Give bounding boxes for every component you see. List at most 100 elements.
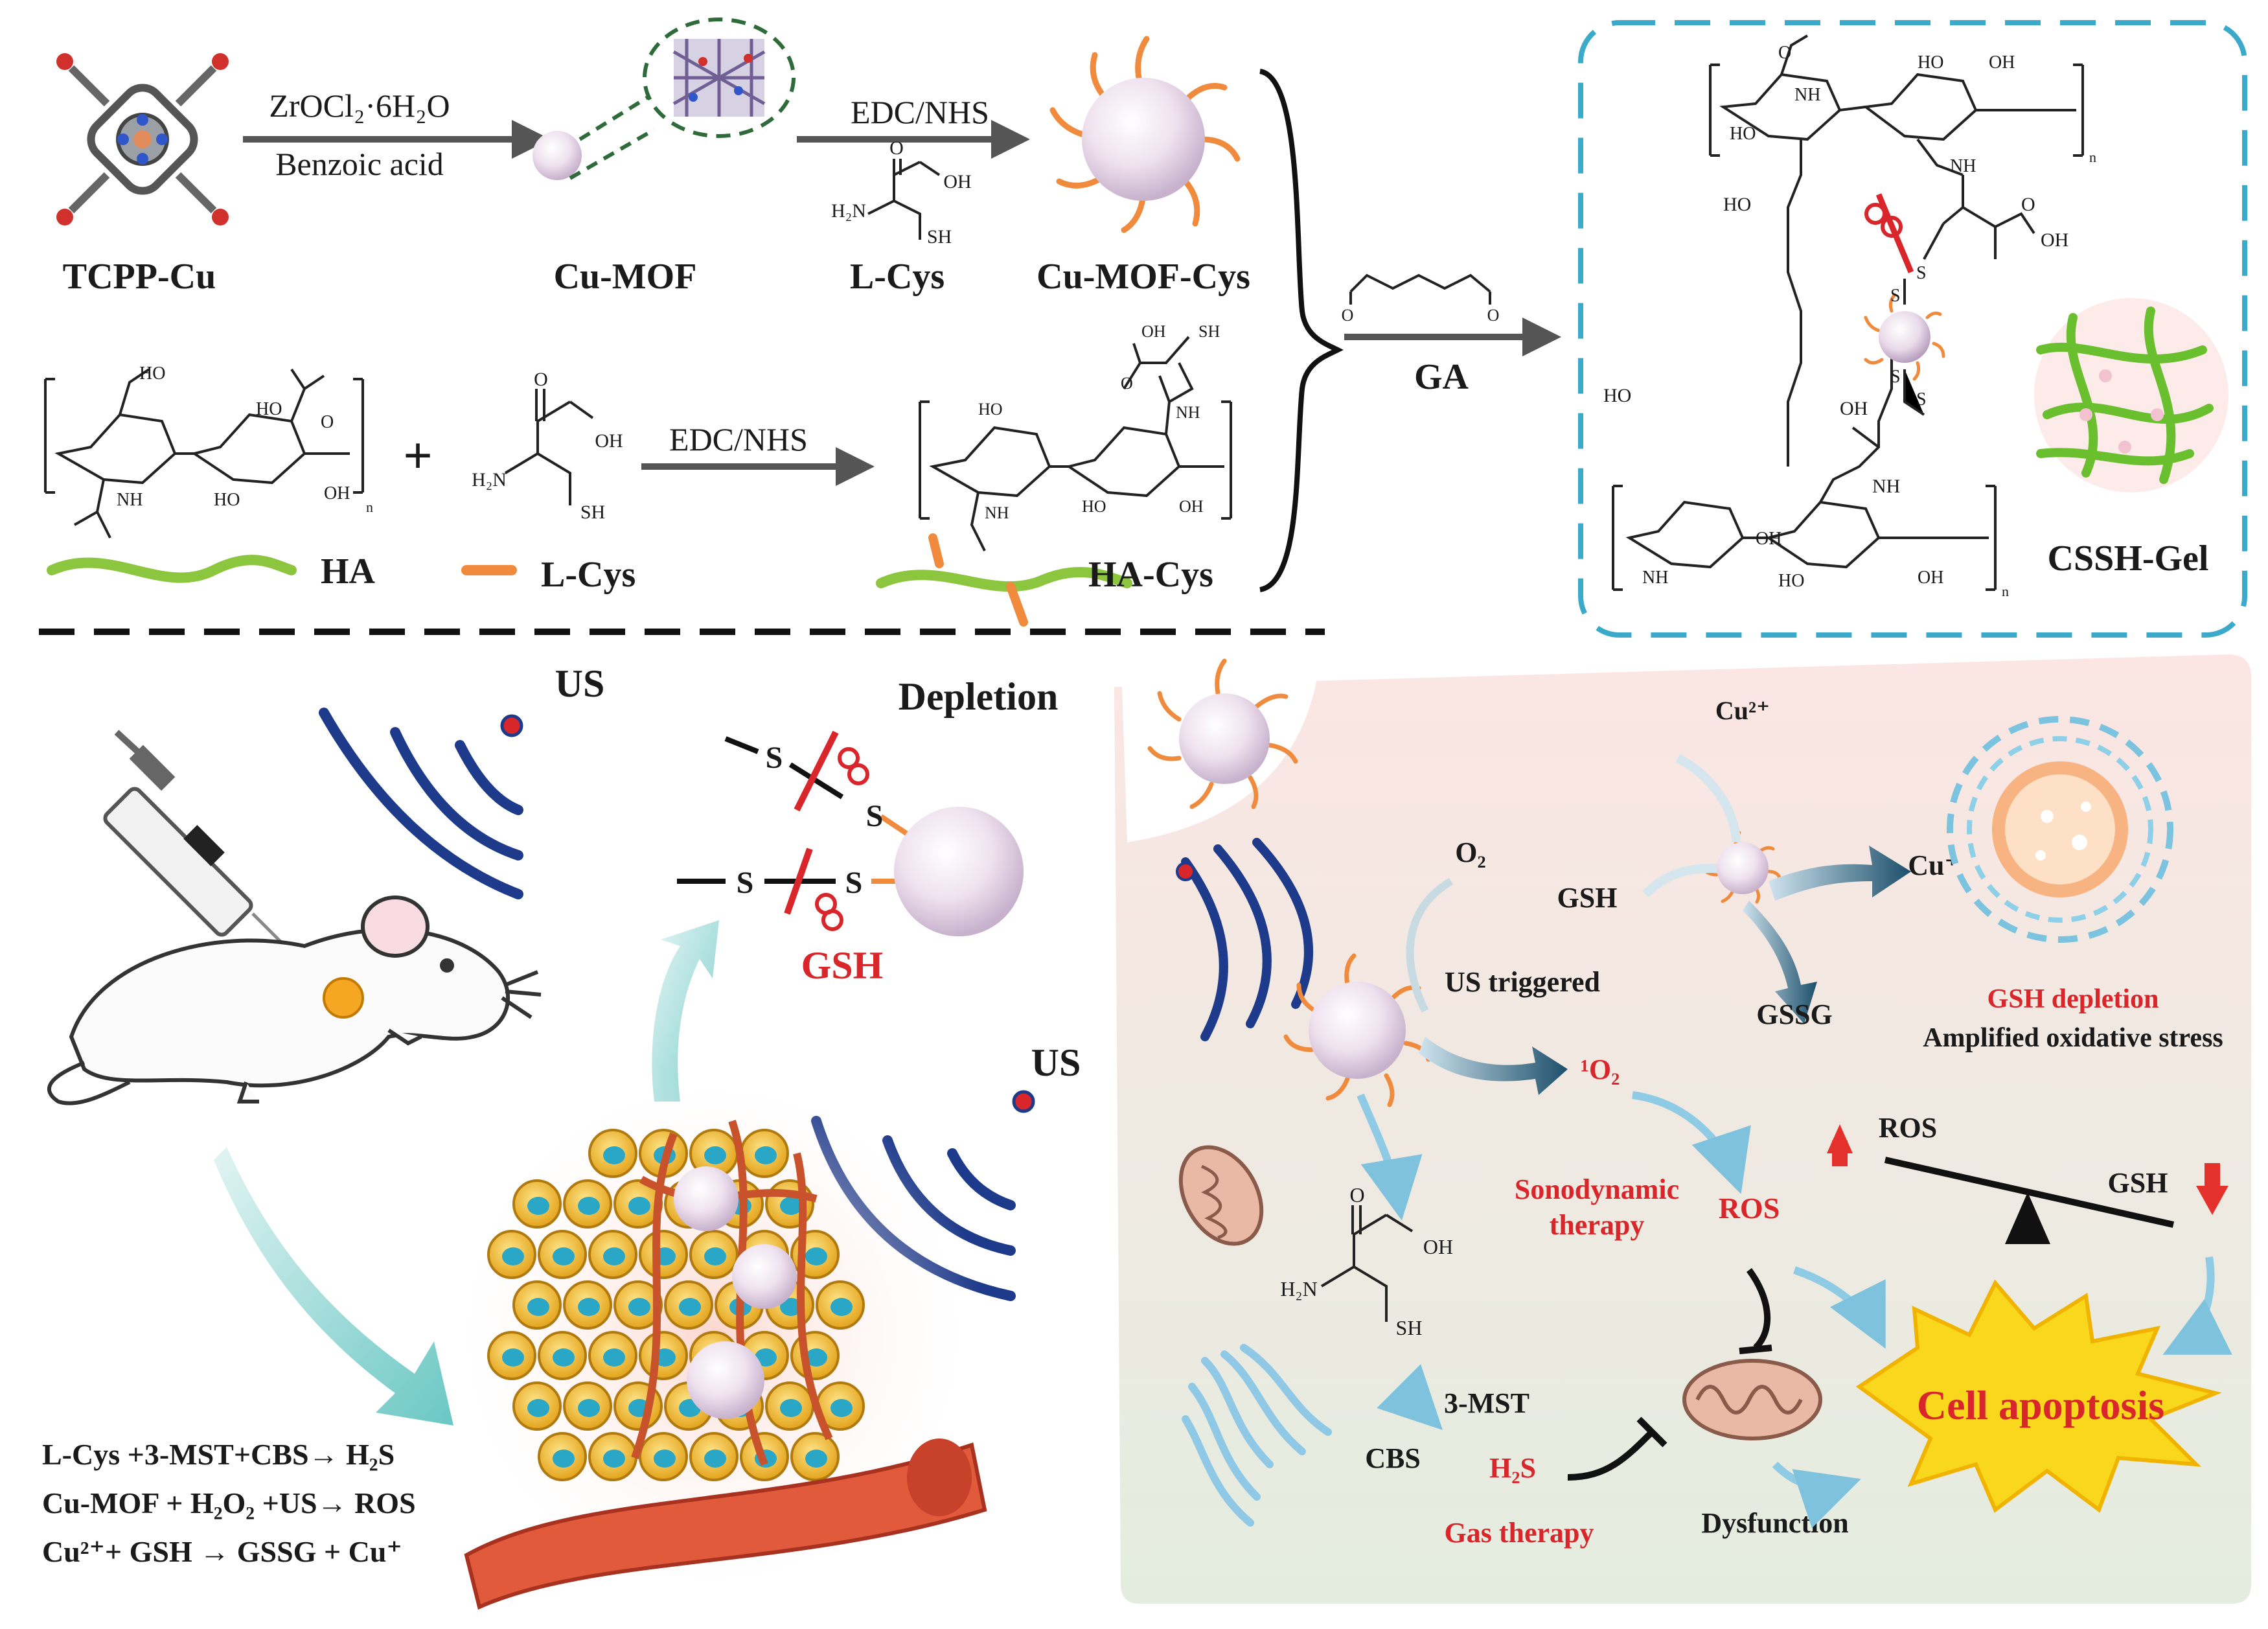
singlet-to-ros-arrow	[1632, 1091, 1751, 1194]
mitochondria-small-icon	[1178, 1145, 1264, 1246]
cu-mof-cys-label: Cu-MOF-Cys	[1037, 257, 1250, 297]
tumor-cell-nucleus	[527, 1399, 549, 1417]
ha-chain	[47, 555, 297, 583]
gel-disulfide-link	[1864, 193, 1945, 416]
tumor-cell-nucleus	[578, 1399, 600, 1417]
tumor-cell-nucleus	[830, 1399, 853, 1417]
cell-icon	[1947, 716, 2173, 943]
hacys-ho-1: HO	[978, 400, 1003, 419]
depletion-s-2: S	[866, 799, 884, 833]
tumor-cell-nucleus	[628, 1298, 650, 1316]
hacys-oh: OH	[1179, 497, 1204, 516]
cu2-arrow	[1675, 754, 1741, 843]
lcys-h2n: H₂N	[831, 200, 866, 222]
tumor-cell-nucleus	[704, 1450, 726, 1468]
us-source-panel	[1176, 862, 1195, 881]
o2-label: O₂	[1455, 837, 1485, 868]
h2s-inhibit-line	[1567, 1429, 1655, 1481]
tumor-cell-nucleus	[553, 1247, 575, 1265]
gsh-down-stem	[2205, 1163, 2220, 1189]
ha-nh: NH	[117, 490, 143, 510]
tumor-cell-nucleus	[679, 1298, 701, 1316]
gel-ho-mid: HO	[1723, 194, 1751, 215]
tumor-cell-nucleus	[553, 1450, 575, 1468]
tcpp-cu-molecule	[56, 53, 229, 225]
ha-ho-3: HO	[214, 490, 240, 510]
ros-inhibit-line	[1746, 1268, 1771, 1350]
step2-reagent: EDC/NHS	[851, 94, 989, 130]
gel-network-icon	[2034, 298, 2228, 492]
lcys2-h2n: H₂N	[472, 469, 507, 491]
tumor-cell-nucleus	[603, 1348, 625, 1367]
ga-label: GA	[1414, 357, 1469, 397]
tumor-cell-nucleus	[704, 1146, 726, 1164]
us-waves-top	[319, 708, 523, 899]
tumor-cell-nucleus	[527, 1298, 549, 1316]
gsh-arrow	[1642, 864, 1717, 898]
syringe-icon	[103, 730, 306, 967]
us-label-tumor: US	[1031, 1041, 1081, 1084]
gel-nh-bot: NH	[1642, 568, 1668, 588]
amplified-label: Amplified oxidative stress	[1923, 1023, 2223, 1053]
tumor-cell-nucleus	[502, 1348, 524, 1367]
tumor-cell-nucleus	[805, 1348, 827, 1367]
gel-oh-bot-1: OH	[1756, 529, 1781, 549]
tumor-cluster	[441, 1063, 987, 1610]
notch-particle	[1147, 658, 1298, 809]
gel-nh-top: NH	[1794, 85, 1820, 105]
mof-zoom-outline	[643, 17, 796, 138]
gsh-down-arrow	[2196, 1186, 2228, 1215]
gel-n-bot: n	[2002, 583, 2009, 599]
gel-oh-mid: OH	[2041, 229, 2068, 251]
zoom-line-1	[578, 95, 649, 141]
gas-therapy-label: Gas therapy	[1445, 1517, 1594, 1549]
cu-mof-label: Cu-MOF	[554, 257, 697, 297]
cu-mof-cys-particle	[1049, 36, 1241, 233]
us-waves-panel	[1181, 838, 1313, 1041]
ha-cys-stick-1	[928, 533, 944, 568]
lcys2-sh: SH	[580, 502, 605, 523]
gel-o-top: O	[1778, 43, 1791, 63]
ros-inhibit-bar	[1739, 1345, 1772, 1354]
gel-nh-low: NH	[1872, 476, 1900, 497]
tumor-cell-nucleus	[755, 1348, 777, 1367]
ha-structure	[44, 368, 364, 538]
gsh-red-label: GSH	[801, 944, 884, 987]
equation-2: Cu-MOF + H₂O₂ +US→ ROS	[42, 1486, 416, 1519]
apoptosis-burst	[1855, 1279, 2222, 1513]
step1-reagent-top: ZrOCl₂·6H₂O	[269, 87, 450, 124]
gel-oh-top: OH	[1989, 52, 2015, 73]
ha-o-1: O	[321, 412, 334, 432]
balance-beam	[1884, 1157, 2175, 1228]
lcys-o: O	[889, 137, 904, 159]
o2-arrow	[1406, 877, 1454, 1013]
us-label-top: US	[555, 662, 605, 705]
hacys-ho-2: HO	[1082, 497, 1106, 516]
depletion-label: Depletion	[899, 675, 1059, 718]
us-source-top	[500, 714, 523, 737]
er-icon	[1182, 1344, 1332, 1527]
mitochondria-dysfunction-icon	[1682, 1359, 1822, 1440]
tumor-cell-nucleus	[704, 1247, 726, 1265]
gel-o-mid: O	[2021, 194, 2035, 215]
depletion-s-3: S	[737, 866, 754, 900]
ga-molecule	[1349, 273, 1491, 305]
step3-arrow-head	[836, 447, 875, 486]
mof-crystal-structure	[672, 39, 766, 117]
tumor-cell-nucleus	[780, 1399, 802, 1417]
injection-site	[323, 977, 364, 1019]
step2-arrow-head	[991, 120, 1030, 159]
merge-brace	[1259, 69, 1344, 592]
ros-up-stem	[1832, 1140, 1848, 1166]
l-cys-structure	[504, 389, 594, 505]
tumor-cell-nucleus	[830, 1298, 853, 1316]
tumor-cell-nucleus	[603, 1247, 625, 1265]
cu2-label: Cu²⁺	[1715, 696, 1770, 725]
teal-arrow-to-depletion	[652, 920, 719, 1102]
gsh-depletion-label: GSH depletion	[1987, 984, 2159, 1014]
dysfunction-label: Dysfunction	[1701, 1507, 1848, 1539]
cssh-gel-structure	[1612, 34, 2084, 591]
lcys-label: L-Cys	[850, 257, 945, 297]
ha-n: n	[366, 499, 373, 515]
